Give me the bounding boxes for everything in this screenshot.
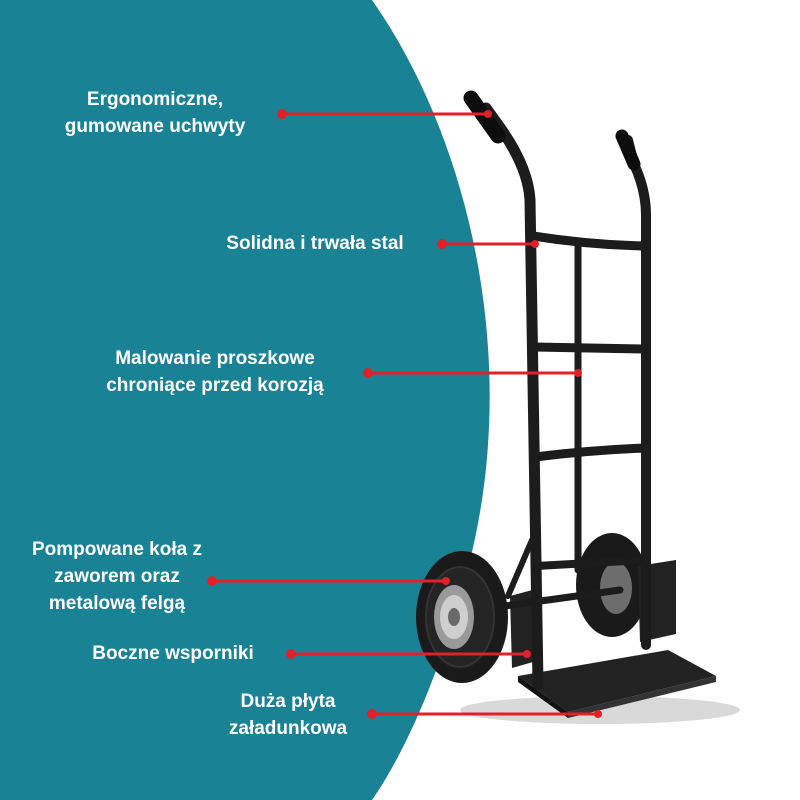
callout-label-plate: Duża płyta załadunkowa [0,688,576,742]
callout-line: chroniące przed korozją [106,375,324,396]
cross-bar-1 [528,231,650,251]
teal-panel [0,0,490,800]
right-grip [615,129,641,171]
callout-line: Boczne wsporniki [92,643,254,664]
wheel-strut [505,537,535,599]
callout-line: gumowane uchwyty [64,116,246,137]
cross-bar-2 [529,342,650,354]
callout-line: załadunkowa [228,718,348,739]
back-wheel [576,533,648,637]
callout-line: Duża płyta [240,691,336,712]
callout-line: Solidna i trwała stal [226,233,404,254]
hand-truck-image [416,90,740,724]
cross-bar-3 [530,443,650,462]
callout-line: metalową felgą [48,593,186,614]
callout-label-brackets: Boczne wsporniki [0,640,346,667]
callout-line: Malowanie proszkowe [115,348,315,369]
front-wheel [416,551,508,683]
callout-label-steel: Solidna i trwała stal [0,230,630,257]
callout-line: Pompowane koła z [32,539,202,560]
callout-label-wheels: Pompowane koła z zaworem oraz metalową f… [0,536,234,617]
cross-bar-4 [532,556,649,570]
loading-plate [518,650,716,712]
callout-label-powder-coating: Malowanie proszkowe chroniące przed koro… [0,345,430,399]
callout-line: Ergonomiczne, [86,89,224,110]
callout-line: zaworem oraz [54,566,180,587]
callout-label-grips: Ergonomiczne, gumowane uchwyty [0,86,310,140]
